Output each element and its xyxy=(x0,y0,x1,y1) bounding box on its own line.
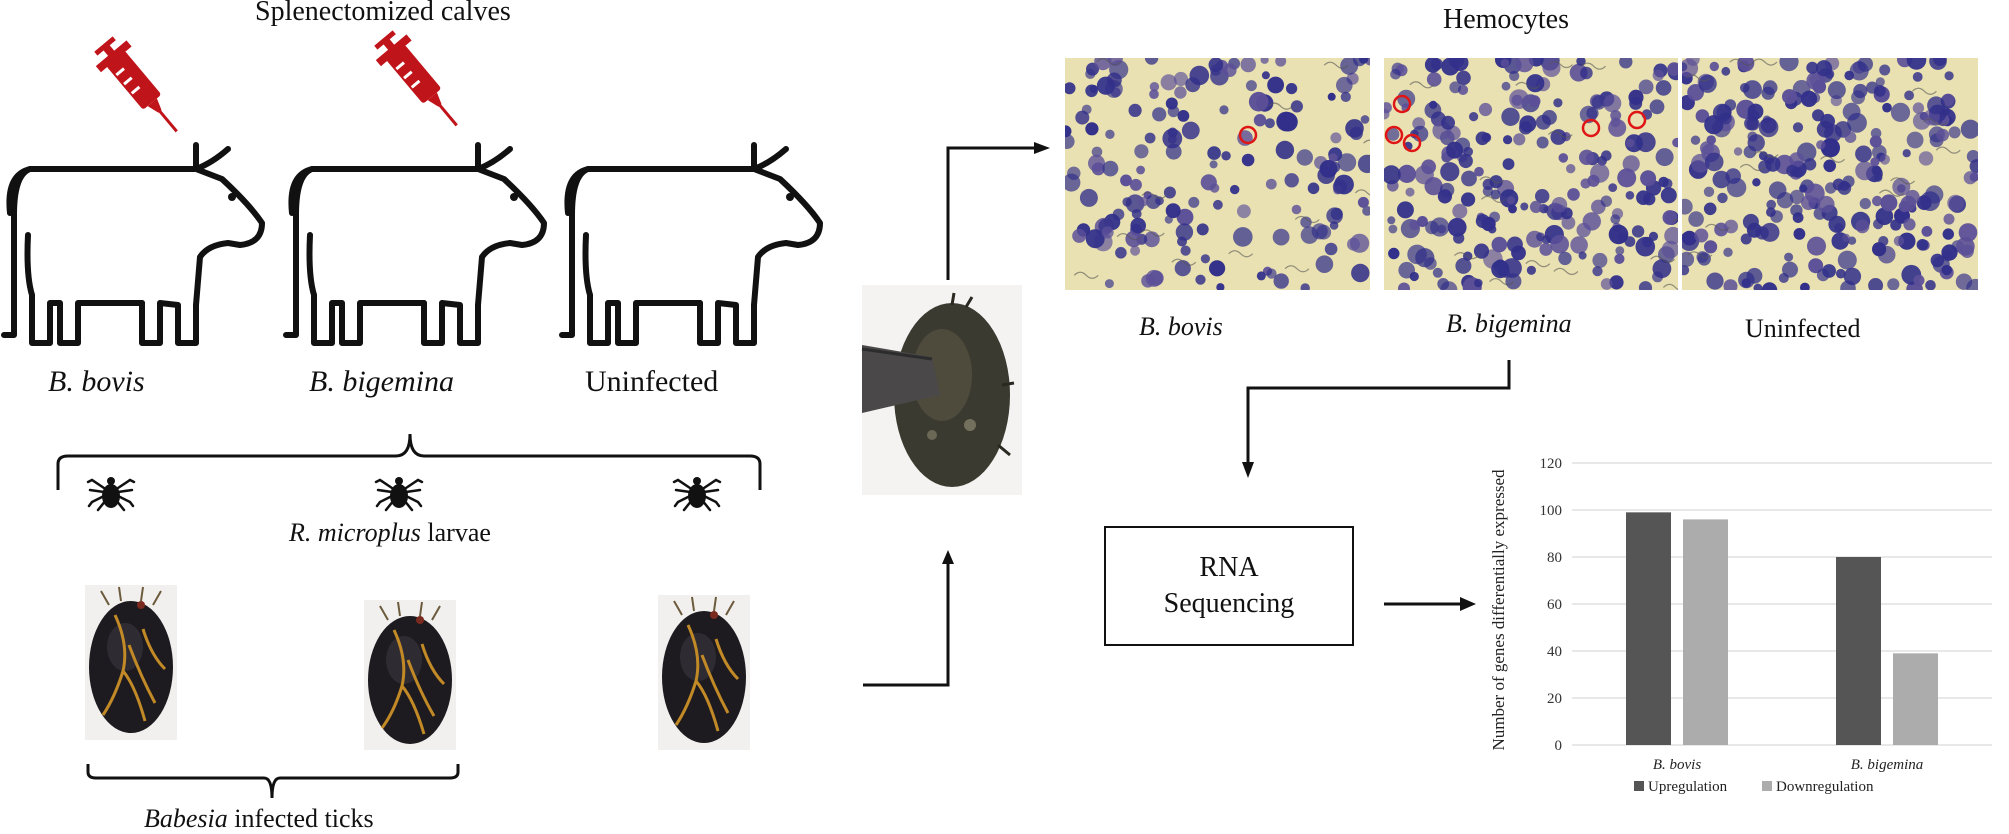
dissected-tick-photo xyxy=(861,285,1022,495)
larvae-brace xyxy=(56,433,762,490)
rna-box-line2: Sequencing xyxy=(1163,588,1295,619)
arrow-to-chart xyxy=(1384,597,1476,611)
cow-icon-bigemina xyxy=(283,142,547,346)
rna-sequencing-box: RNA Sequencing xyxy=(1104,526,1354,646)
legend-label-upregulation: Upregulation xyxy=(1648,779,1728,795)
bar-downregulation-1 xyxy=(1893,653,1938,745)
y-tick-label: 40 xyxy=(1547,644,1562,660)
arrow-to-rna xyxy=(1242,360,1511,478)
y-tick-label: 120 xyxy=(1540,456,1563,472)
hemocyte-label-bovis: B. bovis xyxy=(1139,312,1223,341)
bar-upregulation-0 xyxy=(1626,512,1671,745)
y-tick-label: 80 xyxy=(1547,550,1562,566)
y-axis-label: Number of genes differentially expressed xyxy=(1489,469,1508,751)
engorged-tick-photo-2 xyxy=(364,600,456,750)
hemocyte-label-uninfected: Uninfected xyxy=(1745,314,1861,343)
syringe-icon-bigemina xyxy=(374,30,458,127)
infected-ticks-label: Babesia infected ticks xyxy=(144,804,374,834)
y-tick-label: 100 xyxy=(1540,503,1563,519)
calf-label-bovis: B. bovis xyxy=(48,365,145,398)
y-tick-label: 20 xyxy=(1547,691,1562,707)
engorged-tick-photo-1 xyxy=(85,585,177,740)
bar-upregulation-1 xyxy=(1836,557,1881,745)
tick-larva-icon-2 xyxy=(374,477,424,512)
calf-label-uninfected: Uninfected xyxy=(585,365,719,398)
tick-larva-icon-1 xyxy=(86,477,136,512)
rna-box-line1: RNA xyxy=(1199,552,1259,583)
syringe-icon-bovis xyxy=(94,36,178,133)
hemocyte-micrograph-uninfected xyxy=(1682,58,1978,290)
x-tick-label: B. bovis xyxy=(1653,757,1701,773)
engorged-tick-photo-3 xyxy=(658,595,750,750)
hemocytes-title: Hemocytes xyxy=(1443,4,1569,35)
calves-title: Splenectomized calves xyxy=(255,0,511,27)
bar-downregulation-0 xyxy=(1683,519,1728,745)
hemocyte-label-bigemina: B. bigemina xyxy=(1446,309,1572,338)
y-tick-label: 0 xyxy=(1555,738,1563,754)
larvae-suffix: larvae xyxy=(420,518,491,547)
cow-icon-uninfected xyxy=(559,142,823,346)
legend-label-downregulation: Downregulation xyxy=(1776,779,1874,795)
larvae-species: R. microplus xyxy=(289,518,421,547)
infected-ticks-brace xyxy=(86,764,460,799)
y-tick-label: 60 xyxy=(1547,597,1562,613)
calf-label-bigemina: B. bigemina xyxy=(309,365,454,398)
x-tick-label: B. bigemina xyxy=(1851,757,1924,773)
tick-larva-icon-3 xyxy=(672,477,722,512)
cow-icon-bovis xyxy=(1,142,265,346)
larvae-label: R. microplus larvae xyxy=(289,518,491,548)
infected-ticks-suffix: infected ticks xyxy=(227,804,374,833)
legend-swatch-upregulation xyxy=(1634,781,1644,791)
legend-swatch-downregulation xyxy=(1762,781,1772,791)
arrow-to-hemocytes xyxy=(946,142,1050,280)
arrow-from-ticks xyxy=(863,550,954,687)
hemocyte-micrograph-bigemina xyxy=(1384,58,1678,290)
infected-ticks-genus: Babesia xyxy=(144,804,228,833)
hemocyte-micrograph-bovis xyxy=(1065,58,1370,290)
